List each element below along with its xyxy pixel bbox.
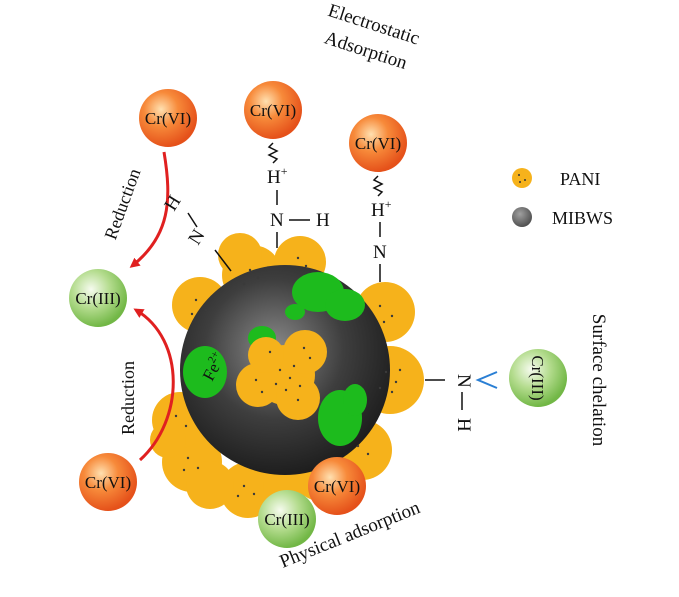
svg-text:N: N [184, 226, 209, 249]
svg-text:H: H [453, 418, 474, 432]
pani-inner [236, 330, 327, 420]
h-plus-1: H+ [267, 164, 288, 188]
svg-text:Cr(III): Cr(III) [75, 289, 120, 308]
svg-text:Cr(VI): Cr(VI) [250, 101, 296, 120]
chelation-group: N H [425, 371, 498, 432]
cr6-top-right: Cr(VI) [349, 114, 407, 172]
cr3-right: Cr(III) [509, 349, 567, 407]
pani-dots [174, 256, 402, 498]
surface-chelation-label: Surface chelation [588, 314, 609, 447]
legend-mibws: MIBWS [512, 207, 613, 228]
svg-text:MIBWS: MIBWS [552, 208, 613, 228]
cr6-top-left: Cr(VI) [139, 89, 197, 147]
electrostatic-bond-1 [267, 142, 279, 164]
svg-text:Cr(III): Cr(III) [528, 355, 547, 400]
reduction-label-bottom: Reduction [118, 361, 138, 435]
svg-text:N: N [453, 374, 474, 388]
svg-text:Cr(VI): Cr(VI) [85, 473, 131, 492]
cr3-bottom: Cr(III) [258, 490, 316, 548]
cr6-bottom-left: Cr(VI) [79, 453, 137, 511]
n-atom-1: N [270, 210, 284, 231]
legend: PANI MIBWS [512, 168, 613, 228]
reduction-label-top: Reduction [100, 166, 144, 242]
h-plus-2: H+ [371, 197, 392, 221]
fe-ion-label: Fe2+ [198, 349, 229, 384]
svg-text:H: H [160, 192, 185, 215]
legend-pani: PANI [512, 168, 600, 189]
svg-text:Cr(VI): Cr(VI) [355, 134, 401, 153]
h-atom-right: H [316, 210, 330, 231]
cr6-bottom: Cr(VI) [308, 457, 366, 515]
electrostatic-bond-2 [372, 175, 384, 197]
svg-text:PANI: PANI [560, 169, 600, 189]
svg-text:Cr(III): Cr(III) [264, 510, 309, 529]
reduction-arrow-top [129, 151, 170, 268]
cr3-left: Cr(III) [69, 269, 127, 327]
cr6-top-middle: Cr(VI) [244, 81, 302, 139]
composite-particle: Fe2+ [150, 233, 424, 518]
reduction-arrow-bottom [133, 308, 175, 462]
n-atom-2: N [373, 242, 387, 263]
svg-text:Cr(VI): Cr(VI) [145, 109, 191, 128]
chelation-arrow [475, 371, 498, 389]
svg-text:Cr(VI): Cr(VI) [314, 477, 360, 496]
